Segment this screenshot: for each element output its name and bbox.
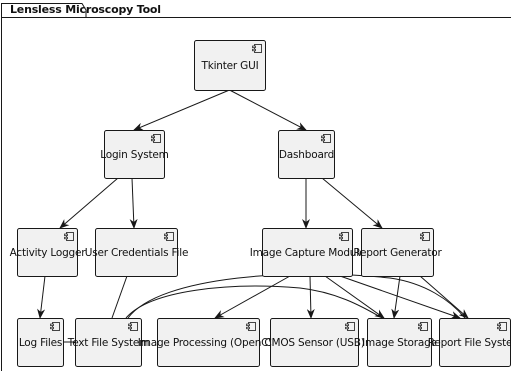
component-icon (497, 322, 507, 331)
edge-user-credentials-file-to-text-file-system (111, 275, 128, 319)
node-image-storage[interactable]: Image Storage (362, 318, 437, 367)
edge-login-system-to-activity-logger (59, 177, 119, 229)
node-box (270, 318, 359, 367)
edge-image-capture-module-to-cmos-sensor (306, 275, 315, 319)
node-label: Log Files (19, 337, 62, 349)
component-icon (64, 232, 74, 241)
node-box (361, 228, 434, 277)
node-text-file-system[interactable]: Text File System (67, 318, 149, 367)
edge-report-generator-to-report-file-system (419, 275, 469, 319)
node-label: Activity Logger (10, 247, 87, 259)
node-box (17, 318, 64, 367)
node-dashboard[interactable]: Dashboard (278, 130, 335, 179)
component-icon (252, 44, 262, 53)
edge-login-system-to-user-credentials-file (129, 177, 138, 229)
component-icon (164, 232, 174, 241)
edge-activity-logger-to-log-files (37, 275, 46, 319)
edge-text-file-system-to-image-storage (125, 285, 383, 319)
node-label: Report Generator (353, 247, 442, 259)
node-user-credentials-file[interactable]: User Credentials File (85, 228, 189, 277)
edge-image-capture-module-to-image-storage (324, 275, 385, 319)
edge-image-capture-module-to-report-file-system (339, 275, 461, 319)
node-label: Report File System (428, 337, 511, 349)
node-box (104, 130, 165, 179)
node-label: User Credentials File (85, 247, 189, 259)
node-box (262, 228, 353, 277)
component-icon (418, 322, 428, 331)
component-icon (345, 322, 355, 331)
node-box (157, 318, 260, 367)
node-box (367, 318, 432, 367)
node-label: Dashboard (279, 149, 334, 161)
node-label: Login System (100, 149, 168, 161)
component-icon (246, 322, 256, 331)
frame-border (1, 17, 511, 371)
node-label: Tkinter GUI (200, 60, 258, 72)
component-icon (339, 232, 349, 241)
component-icon (321, 134, 331, 143)
node-cmos-sensor[interactable]: CMOS Sensor (USB) (264, 318, 365, 367)
node-activity-logger[interactable]: Activity Logger (10, 228, 87, 277)
node-log-files[interactable]: Log Files (17, 318, 64, 367)
edge-dashboard-to-report-generator (321, 177, 383, 229)
node-image-capture-module[interactable]: Image Capture Module (250, 228, 366, 277)
node-label: Image Storage (362, 337, 437, 349)
node-label: Image Processing (OpenCV) (138, 337, 279, 349)
edge-image-capture-module-to-image-processing (214, 275, 291, 319)
node-tkinter-gui[interactable]: Tkinter GUI (194, 40, 266, 91)
node-image-processing[interactable]: Image Processing (OpenCV) (138, 318, 279, 367)
node-box (95, 228, 178, 277)
edge-report-generator-to-image-storage (391, 275, 401, 319)
node-label: Image Capture Module (250, 247, 366, 259)
edge-tkinter-gui-to-dashboard (229, 89, 307, 131)
node-box (194, 40, 266, 91)
component-icon (128, 322, 138, 331)
component-icon (420, 232, 430, 241)
edge-text-file-system-to-report-file-system (127, 273, 466, 319)
node-box (17, 228, 78, 277)
node-box (75, 318, 142, 367)
node-label: CMOS Sensor (USB) (264, 337, 364, 349)
node-login-system[interactable]: Login System (100, 130, 169, 179)
component-icon (50, 322, 60, 331)
node-report-generator[interactable]: Report Generator (353, 228, 443, 277)
edge-tkinter-gui-to-login-system (133, 89, 230, 131)
node-label: Text File System (67, 337, 149, 349)
component-icon (151, 134, 161, 143)
node-report-file-system[interactable]: Report File System (428, 318, 511, 367)
frame-tab (1, 3, 87, 18)
node-box (278, 130, 335, 179)
